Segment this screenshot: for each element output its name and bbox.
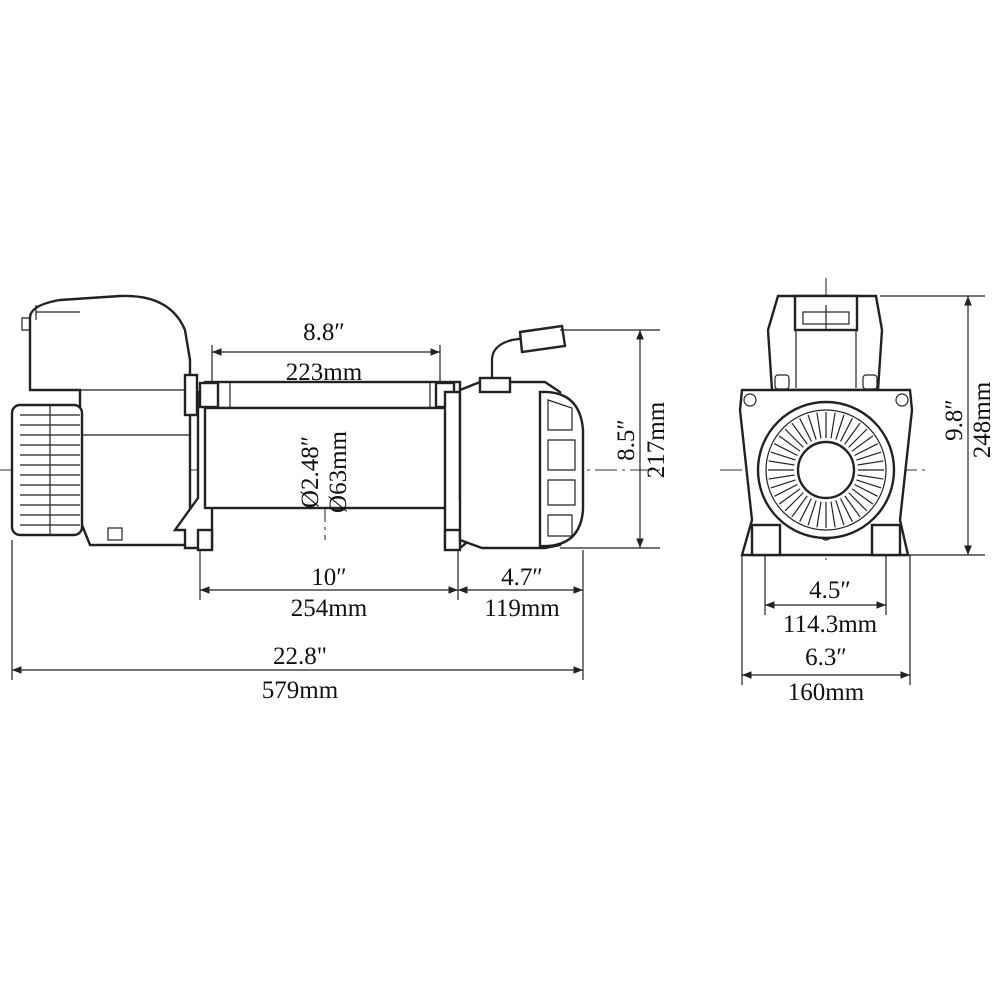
fin-spoke: [784, 428, 804, 448]
fin-spoke: [844, 422, 861, 445]
fin-spoke: [778, 435, 801, 452]
fin-spoke: [774, 483, 798, 497]
bolt-span-in: 4.5″: [809, 577, 851, 604]
fin-spoke: [770, 479, 796, 489]
fin-spoke: [857, 474, 884, 480]
fin-spoke: [791, 495, 808, 518]
fin-spoke: [807, 414, 817, 440]
dim-drum-diameter: Ø2.48″ Ø63mm: [297, 430, 352, 513]
bolt-span-mm: 114.3mm: [783, 611, 878, 638]
fin-spoke: [770, 451, 796, 461]
drum-length-in: 8.8″: [303, 319, 345, 346]
fin-spoke: [774, 443, 798, 457]
dim-mount-span: 10″ 254mm: [199, 550, 459, 622]
fin-spoke: [854, 443, 878, 457]
drum-length-mm: 223mm: [286, 359, 363, 386]
fin-spoke: [768, 474, 795, 480]
motor-length-in: 4.7″: [501, 564, 543, 591]
fin-spoke: [784, 492, 804, 512]
drum-dia-in: Ø2.48″: [297, 436, 324, 508]
dim-front-height: 9.8″ 248mm: [880, 295, 996, 556]
drum-dia-mm: Ø63mm: [325, 430, 352, 513]
fin-spoke: [839, 418, 853, 442]
fin-spoke: [856, 451, 882, 461]
fin-spoke: [848, 492, 868, 512]
fin-spoke: [799, 498, 813, 522]
fin-spoke: [830, 501, 836, 528]
side-height-mm: 217mm: [643, 401, 670, 478]
fin-spoke: [778, 488, 801, 505]
dim-front-width: 6.3″ 160mm: [741, 555, 911, 706]
total-length-in: 22.8": [273, 643, 327, 670]
mount-span-mm: 254mm: [291, 595, 368, 622]
fin-spoke: [839, 498, 853, 522]
dim-side-height: 8.5″ 217mm: [560, 329, 670, 549]
fin-spoke: [830, 412, 836, 439]
fin-spoke: [807, 500, 817, 526]
fin-spoke: [848, 428, 868, 448]
front-width-in: 6.3″: [805, 644, 847, 671]
mount-span-in: 10″: [311, 564, 346, 591]
motor: [458, 324, 585, 550]
side-height-in: 8.5″: [613, 419, 640, 461]
fin-spokes: [768, 412, 884, 528]
brake-fins: [10, 403, 84, 537]
fin-spoke: [851, 488, 874, 505]
front-height-in: 9.8″: [941, 399, 968, 441]
fin-spoke: [816, 412, 822, 439]
total-length-mm: 579mm: [262, 677, 339, 704]
motor-length-mm: 119mm: [484, 595, 560, 622]
fin-spoke: [856, 479, 882, 489]
dim-drum-length: 8.8″ 223mm: [211, 319, 441, 386]
fin-spoke: [816, 501, 822, 528]
fin-spoke: [835, 500, 845, 526]
fin-spoke: [799, 418, 813, 442]
dim-motor-length: 4.7″ 119mm: [458, 550, 584, 680]
drum: [198, 380, 462, 510]
fin-spoke: [851, 435, 874, 452]
front-view: 9.8″ 248mm 4.5″ 114.3mm 6.3″ 160mm: [720, 278, 996, 706]
fin-spoke: [854, 483, 878, 497]
front-fin-disc: [756, 400, 896, 540]
fin-spoke: [844, 495, 861, 518]
fin-spoke: [857, 460, 884, 466]
front-height-mm: 248mm: [969, 381, 996, 458]
fin-spoke: [791, 422, 808, 445]
dim-bolt-span: 4.5″ 114.3mm: [764, 555, 887, 638]
dim-total-length: 22.8" 579mm: [11, 540, 583, 704]
fin-spoke: [768, 460, 795, 466]
side-view: 8.8″ 223mm Ø2.48″ Ø63mm 8.5″ 217mm 10″ 2…: [0, 294, 670, 704]
front-top-housing: [766, 294, 884, 392]
front-width-mm: 160mm: [788, 679, 865, 706]
fin-spoke: [835, 414, 845, 440]
